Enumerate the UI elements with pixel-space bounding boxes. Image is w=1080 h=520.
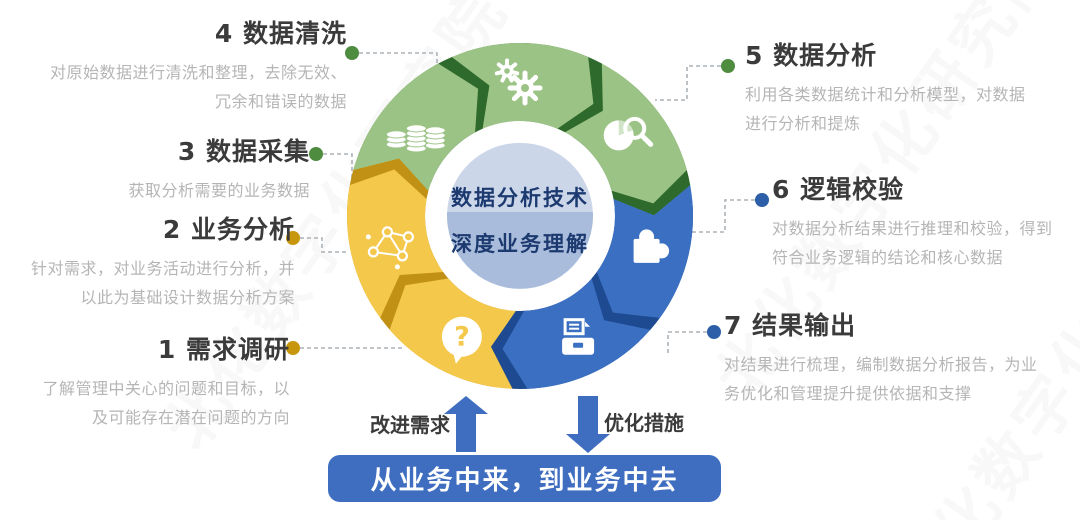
- network-icon: [365, 226, 414, 270]
- step-title: 7 结果输出: [724, 311, 857, 340]
- step-desc: 针对需求，对业务活动进行分析，并以此为基础设计数据分析方案: [30, 259, 295, 307]
- flow-down-arrow: [566, 396, 610, 453]
- gears-icon: [494, 58, 543, 106]
- step-title: 3 数据采集: [177, 137, 310, 166]
- step-1-label: 1 需求调研 了解管理中关心的问题和目标，以及可能存在潜在问题的方向: [42, 330, 290, 432]
- step-desc: 对原始数据进行清洗和整理，去除无效、冗余和错误的数据: [49, 63, 347, 111]
- flow-up-arrow: [444, 396, 488, 452]
- connector-step-4: [352, 52, 438, 82]
- step-title: 6 逻辑校验: [772, 175, 905, 204]
- center-circle-top-half: [447, 142, 593, 212]
- connector-step-3: [316, 153, 353, 200]
- banner-text: 从业务中来，到业务中去: [370, 466, 679, 496]
- svg-text:?: ?: [454, 322, 470, 353]
- step-desc: 了解管理中关心的问题和目标，以及可能存在潜在问题的方向: [42, 379, 290, 427]
- banner: 从业务中来，到业务中去: [328, 455, 721, 502]
- coins-icon: [385, 124, 446, 153]
- step-6-label: 6 逻辑校验 对数据分析结果进行推理和校验，得到符合业务逻辑的结论和核心数据: [772, 170, 1053, 272]
- step-7-label: 7 结果输出 对结果进行梳理，编制数据分析报告，为业务优化和管理提升提供依据和支…: [724, 306, 1038, 408]
- connector-step-2: [293, 237, 346, 253]
- center-circle-bottom-half: [447, 212, 593, 289]
- magnifier-icon: [603, 116, 654, 151]
- flow-up-label: 改进需求: [370, 413, 450, 437]
- step-2-label: 2 业务分析 针对需求，对业务活动进行分析，并以此为基础设计数据分析方案: [31, 210, 295, 312]
- connector-dot-step-7: [707, 325, 721, 339]
- connector-dot-step-1: [286, 341, 300, 355]
- center-text-top: 数据分析技术: [451, 186, 589, 210]
- step-title: 5 数据分析: [745, 41, 878, 70]
- step-desc: 利用各类数据统计和分析模型，对数据进行分析和提炼: [745, 85, 1026, 133]
- connector-dot-step-2: [286, 231, 300, 245]
- step-4-label: 4 数据清洗 对原始数据进行清洗和整理，去除无效、冗余和错误的数据: [50, 14, 347, 116]
- connector-dot-step-4: [345, 46, 359, 60]
- puzzle-icon: [633, 229, 670, 263]
- step-desc: 对结果进行梳理，编制数据分析报告，为业务优化和管理提升提供依据和支撑: [724, 355, 1038, 403]
- connector-dot-step-5: [721, 59, 735, 73]
- connector-step-5: [655, 65, 728, 101]
- step-title: 1 需求调研: [157, 335, 290, 364]
- connector-step-6: [691, 199, 762, 233]
- step-title: 2 业务分析: [162, 215, 295, 244]
- flow-down-label: 优化措施: [604, 411, 684, 435]
- printer-icon: [562, 318, 595, 355]
- step-desc: 获取分析需要的业务数据: [128, 181, 310, 200]
- connector-dots: [286, 46, 769, 355]
- center-text-bottom: 深度业务理解: [451, 232, 589, 256]
- step-desc: 对数据分析结果进行推理和校验，得到符合业务逻辑的结论和核心数据: [772, 219, 1053, 267]
- connector-dot-step-3: [309, 147, 323, 161]
- connector-dot-step-6: [755, 193, 769, 207]
- step-title: 4 数据清洗: [214, 19, 347, 48]
- step-3-label: 3 数据采集 获取分析需要的业务数据: [128, 132, 310, 205]
- question-icon: ?: [441, 316, 482, 364]
- connector-step-7: [667, 331, 714, 353]
- step-5-label: 5 数据分析 利用各类数据统计和分析模型，对数据进行分析和提炼: [745, 36, 1026, 138]
